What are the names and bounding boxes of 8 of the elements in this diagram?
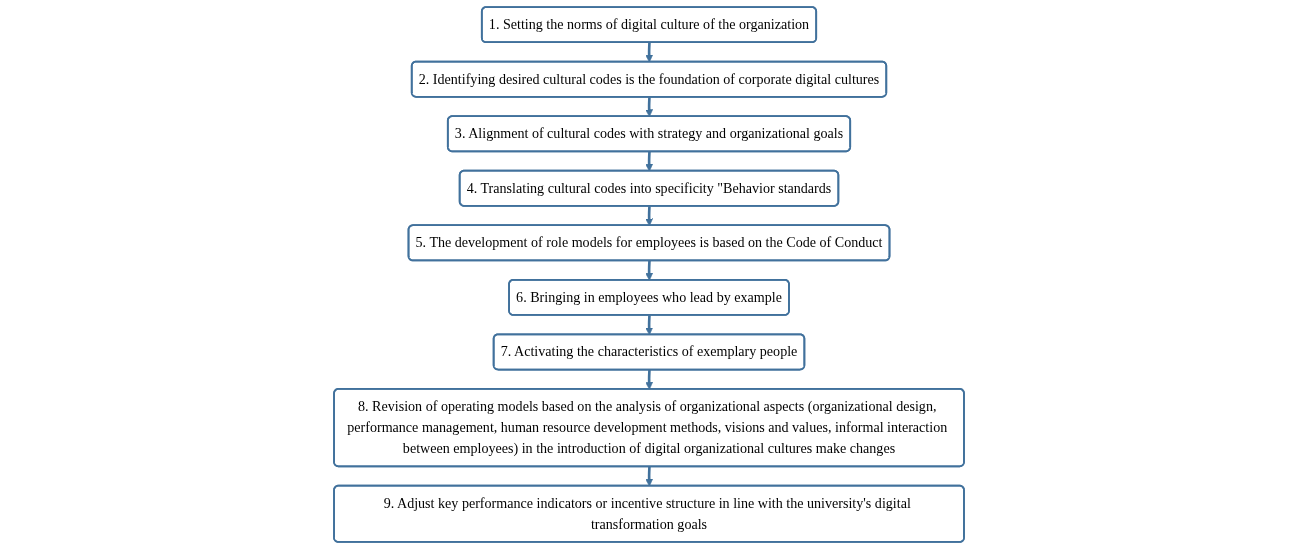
arrow bbox=[645, 206, 654, 226]
arrow bbox=[645, 260, 654, 281]
arrow bbox=[645, 42, 654, 63]
arrow bbox=[645, 466, 654, 487]
arrow bbox=[645, 369, 654, 390]
arrow bbox=[645, 151, 654, 172]
arrow bbox=[645, 315, 654, 336]
arrow bbox=[645, 97, 654, 117]
